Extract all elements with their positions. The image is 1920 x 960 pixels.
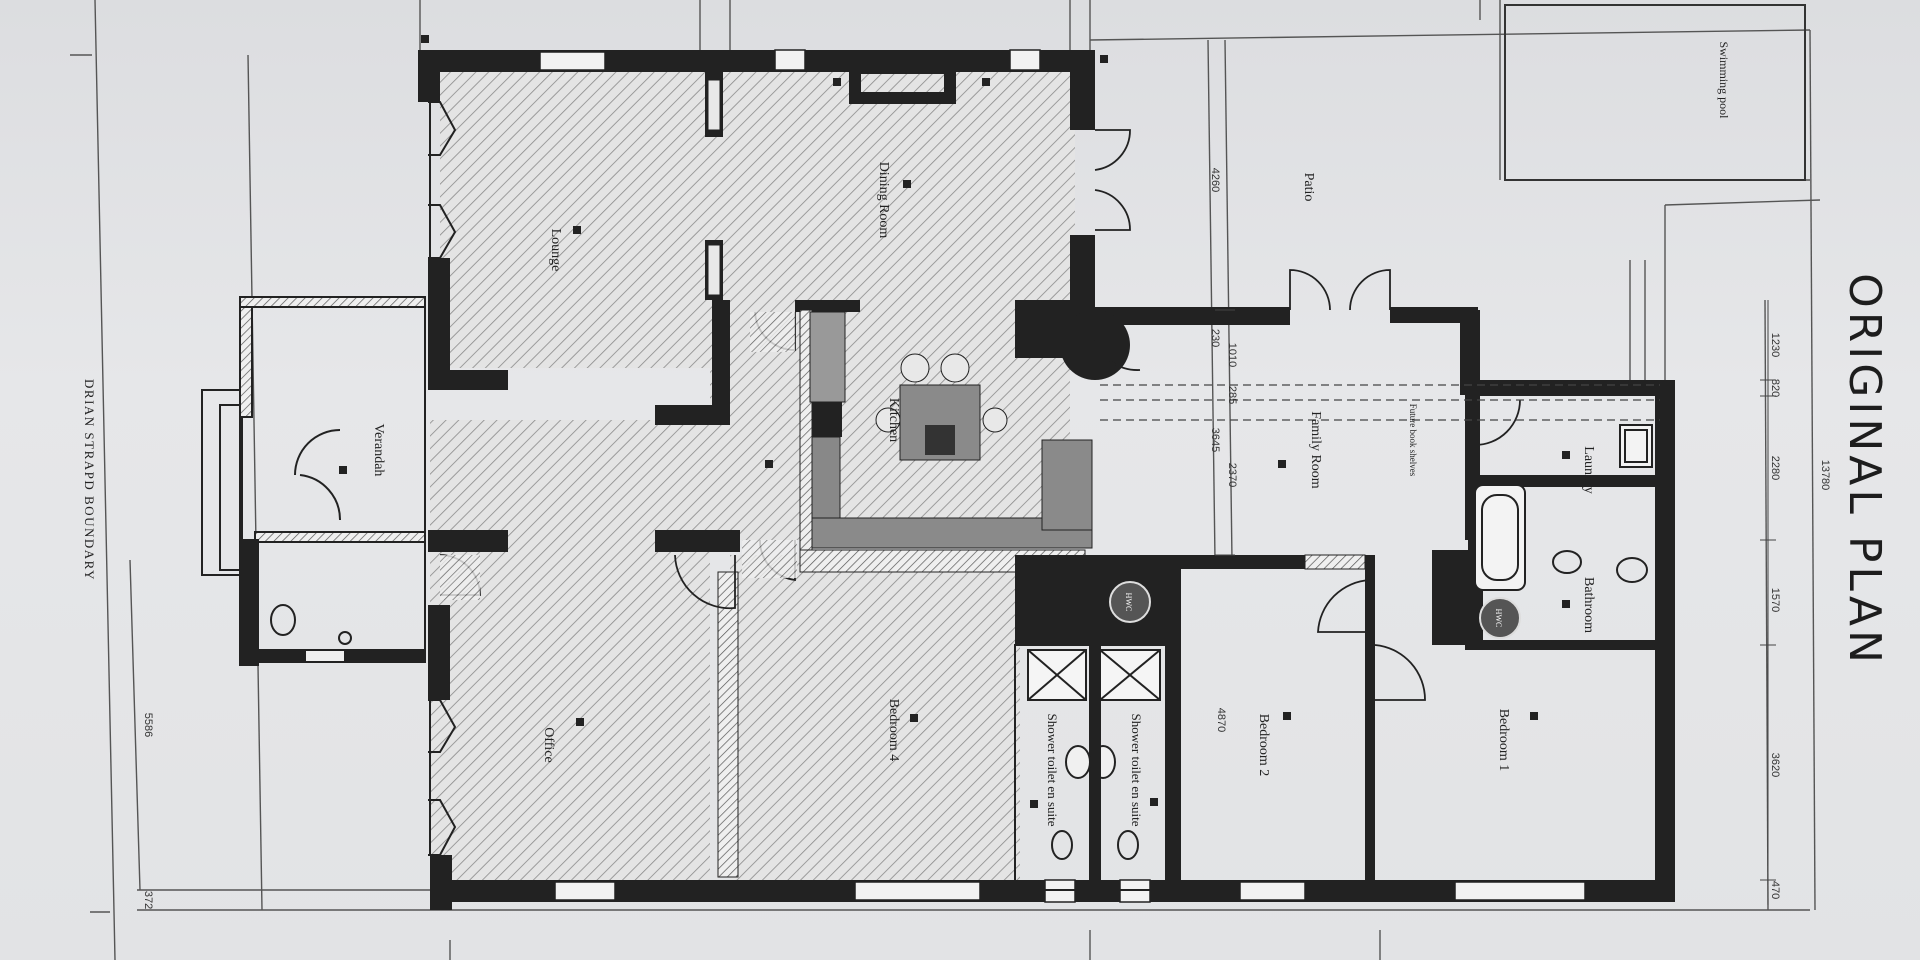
handwritten-title: ORIGINAL PLAN — [1839, 273, 1890, 667]
label-pool: Swimming pool — [1717, 41, 1731, 119]
verandah-structure — [201, 296, 426, 666]
door-hatch-3 — [750, 312, 795, 352]
label-bedroom4: Bedroom 4 — [886, 699, 901, 762]
kitchen — [809, 300, 1130, 549]
label-future-shelves: Future book shelves — [1408, 404, 1418, 477]
windows — [539, 49, 1586, 903]
dim-2280: 2280 — [1769, 456, 1781, 480]
label-kitchen: Kitchen — [886, 398, 901, 442]
label-hwc-2: HWC — [1494, 609, 1503, 628]
label-patio: Patio — [1301, 173, 1316, 202]
hwc-units — [1109, 581, 1521, 639]
dim-1230: 1230 — [1769, 333, 1781, 357]
label-bedroom2: Bedroom 2 — [1256, 714, 1271, 777]
swimming-pool — [1504, 4, 1806, 181]
dimension-labels: 4260 230 1010 285 3645 2370 4870 1230 82… — [142, 168, 1831, 909]
label-ensuite-1: Shower toilet en suite — [1045, 713, 1060, 826]
dim-13780: 13780 — [1819, 460, 1831, 491]
light-fixtures — [339, 35, 1570, 808]
dim-1010: 1010 — [1226, 343, 1238, 367]
label-lounge: Lounge — [548, 229, 563, 272]
label-dining: Dining Room — [876, 162, 891, 239]
label-boundary: DRIAN STRAPD BOUNDARY — [82, 379, 97, 581]
label-verandah: Verandah — [371, 424, 386, 477]
label-ensuite-2: Shower toilet en suite — [1129, 713, 1144, 826]
west-wall-folding-doors — [428, 101, 457, 856]
bath-laundry-fixtures — [270, 424, 1653, 645]
dim-230: 230 — [1209, 329, 1221, 347]
dim-820: 820 — [1769, 379, 1781, 397]
dim-4870: 4870 — [1215, 708, 1227, 732]
label-bedroom1: Bedroom 1 — [1496, 709, 1511, 772]
dim-1570: 1570 — [1769, 588, 1781, 612]
hatched-floor — [430, 68, 1075, 885]
dim-2370: 2370 — [1226, 463, 1238, 487]
dim-3620: 3620 — [1769, 753, 1781, 777]
door-hatch-2 — [440, 555, 480, 600]
label-family: Family Room — [1308, 411, 1323, 489]
dim-5586: 5586 — [142, 713, 154, 737]
label-hwc-1: HWC — [1124, 593, 1133, 612]
label-office: Office — [541, 727, 556, 763]
label-laundry: Laundry — [1581, 446, 1596, 493]
future-shelves-lines — [1100, 384, 1660, 421]
label-bathroom: Bathroom — [1581, 577, 1596, 633]
door-hatch-1 — [742, 540, 797, 578]
dim-470: 470 — [1769, 881, 1781, 899]
dim-285: 285 — [1226, 386, 1238, 404]
en-suites — [1014, 644, 1168, 891]
room-labels: Lounge Dining Room Kitchen Verandah Pati… — [82, 41, 1731, 826]
dim-3645: 3645 — [1209, 428, 1221, 452]
dim-372: 372 — [142, 891, 154, 909]
dim-4260: 4260 — [1209, 168, 1221, 192]
